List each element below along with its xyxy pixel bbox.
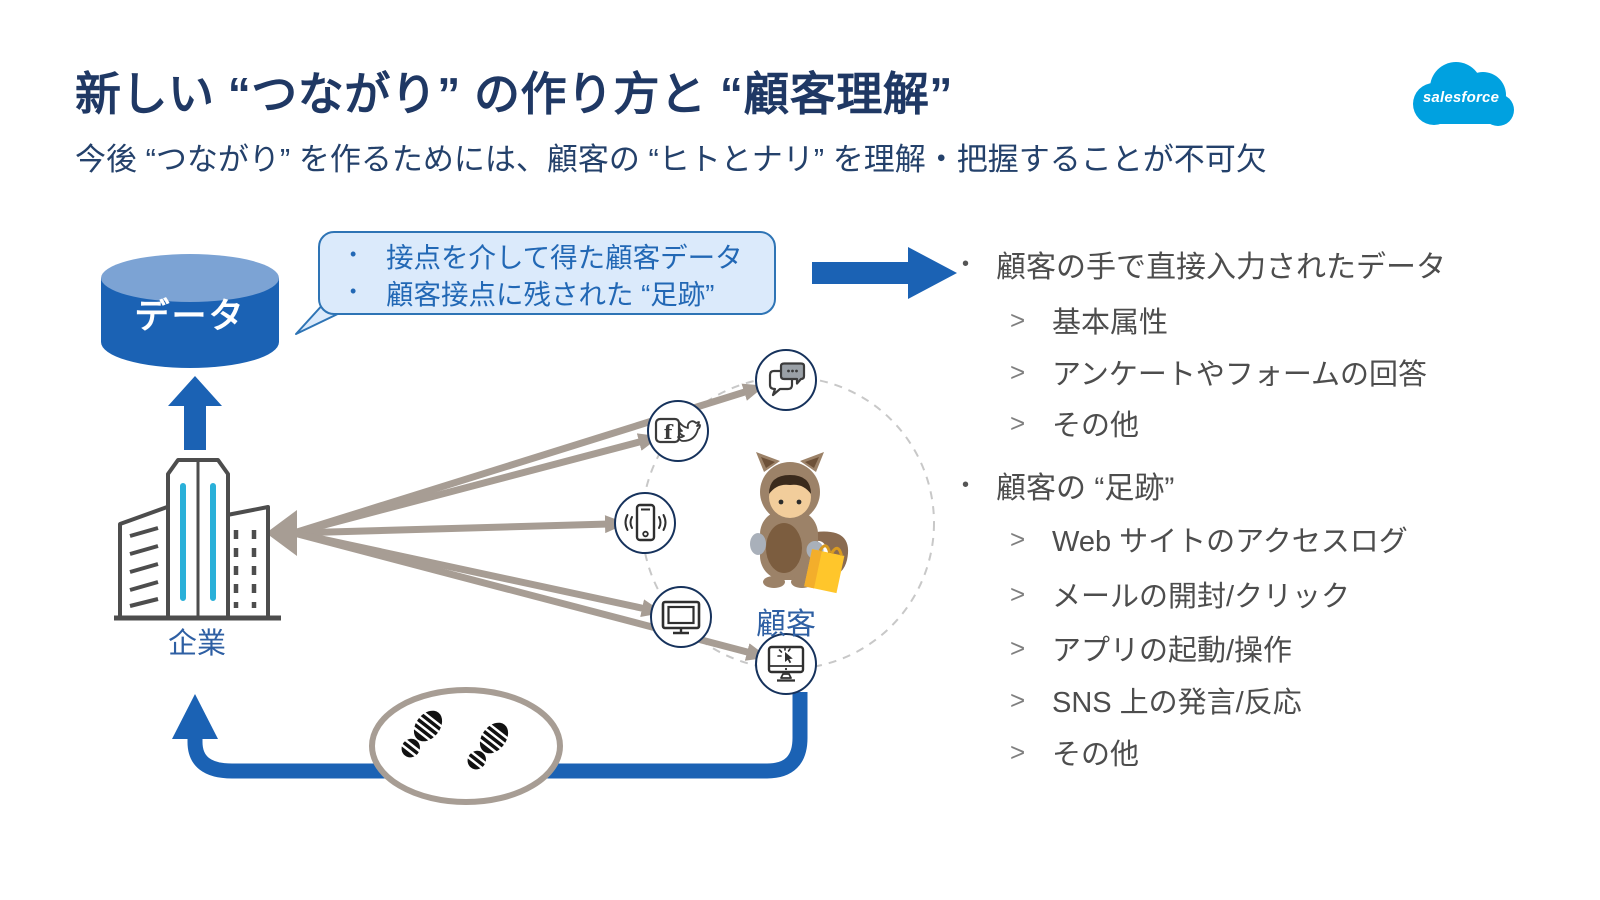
bullet-marker: • [350, 244, 357, 264]
list-subitem-row: > 基本属性 [962, 302, 1169, 340]
customer-data-callout: • 接点を介して得た顧客データ • 顧客接点に残された “足跡” [318, 231, 776, 315]
return-path-arrowhead [172, 694, 218, 739]
callout-item: • 接点を介して得た顧客データ [346, 236, 774, 273]
list-subitem-label: その他 [1052, 739, 1140, 771]
smartphone-icon [624, 503, 666, 542]
callout-item: • 顧客接点に残された “足跡” [346, 273, 774, 310]
list-group-title: 顧客の “足跡” [996, 472, 1175, 505]
list-subitem-label: SNS 上の発言/反応 [1052, 687, 1302, 719]
list-subitem-label: アプリの起動/操作 [1052, 635, 1293, 667]
chevron-marker: > [1010, 304, 1026, 335]
chevron-marker: > [1010, 632, 1026, 663]
bullet-marker: • [350, 281, 357, 301]
chevron-marker: > [1010, 407, 1026, 438]
svg-text:f: f [664, 420, 674, 444]
astro-mascot [750, 452, 849, 594]
footprints-icon [369, 687, 563, 805]
list-subitem-label: メールの開封/クリック [1052, 581, 1351, 613]
right-arrow [812, 247, 957, 299]
chat-bubbles-icon [768, 362, 806, 397]
chevron-marker: > [1010, 578, 1026, 609]
list-group-row: • 顧客の手で直接入力されたデータ [962, 246, 1446, 284]
touchpoint-mobile [614, 492, 676, 554]
list-group-title: 顧客の手で直接入力されたデータ [996, 251, 1446, 284]
chevron-marker: > [1010, 684, 1026, 715]
touchpoint-social: f [647, 400, 709, 462]
list-subitem-row: > アンケートやフォームの回答 [962, 354, 1427, 392]
company-building-icon [114, 458, 281, 621]
page-subtitle: 今後 “つながり” を作るためには、顧客の “ヒトとナリ” を理解・把握すること… [75, 142, 1267, 177]
screen-click-icon [767, 645, 805, 682]
list-subitem-row: > Web サイトのアクセスログ [962, 521, 1408, 559]
bullet-marker: • [962, 473, 970, 496]
chevron-marker: > [1010, 736, 1026, 767]
list-subitem-row: > メールの開封/クリック [962, 576, 1351, 614]
callout-item-label: 顧客接点に残された “足跡” [386, 278, 715, 310]
touchpoint-chat [755, 349, 817, 411]
touchpoint-web [650, 586, 712, 648]
customer-label: 顧客 [756, 608, 816, 641]
database-label: データ [134, 297, 246, 336]
list-subitem-label: Web サイトのアクセスログ [1052, 526, 1408, 558]
list-subitem-row: > その他 [962, 405, 1140, 443]
salesforce-logo-label: salesforce [1422, 89, 1500, 106]
list-subitem-label: 基本属性 [1052, 307, 1169, 339]
page-title: 新しい “つながり” の作り方と “顧客理解” [75, 68, 953, 120]
salesforce-logo: salesforce [1406, 58, 1516, 140]
list-group-row: • 顧客の “足跡” [962, 467, 1174, 505]
callout-item-label: 接点を介して得た顧客データ [386, 241, 743, 273]
chevron-marker: > [1010, 523, 1026, 554]
list-subitem-row: > SNS 上の発言/反応 [962, 682, 1302, 720]
monitor-icon [661, 600, 701, 635]
list-subitem-label: その他 [1052, 410, 1140, 442]
database-cylinder-icon [101, 254, 279, 368]
up-arrow [168, 376, 222, 450]
list-subitem-row: > アプリの起動/操作 [962, 630, 1293, 668]
salesforce-cloud-icon [1413, 62, 1514, 126]
chevron-marker: > [1010, 356, 1026, 387]
list-subitem-label: アンケートやフォームの回答 [1052, 359, 1427, 391]
bullet-marker: • [962, 252, 970, 275]
list-subitem-row: > その他 [962, 734, 1140, 772]
facebook-twitter-icon: f [654, 417, 701, 444]
company-label: 企業 [167, 628, 226, 660]
